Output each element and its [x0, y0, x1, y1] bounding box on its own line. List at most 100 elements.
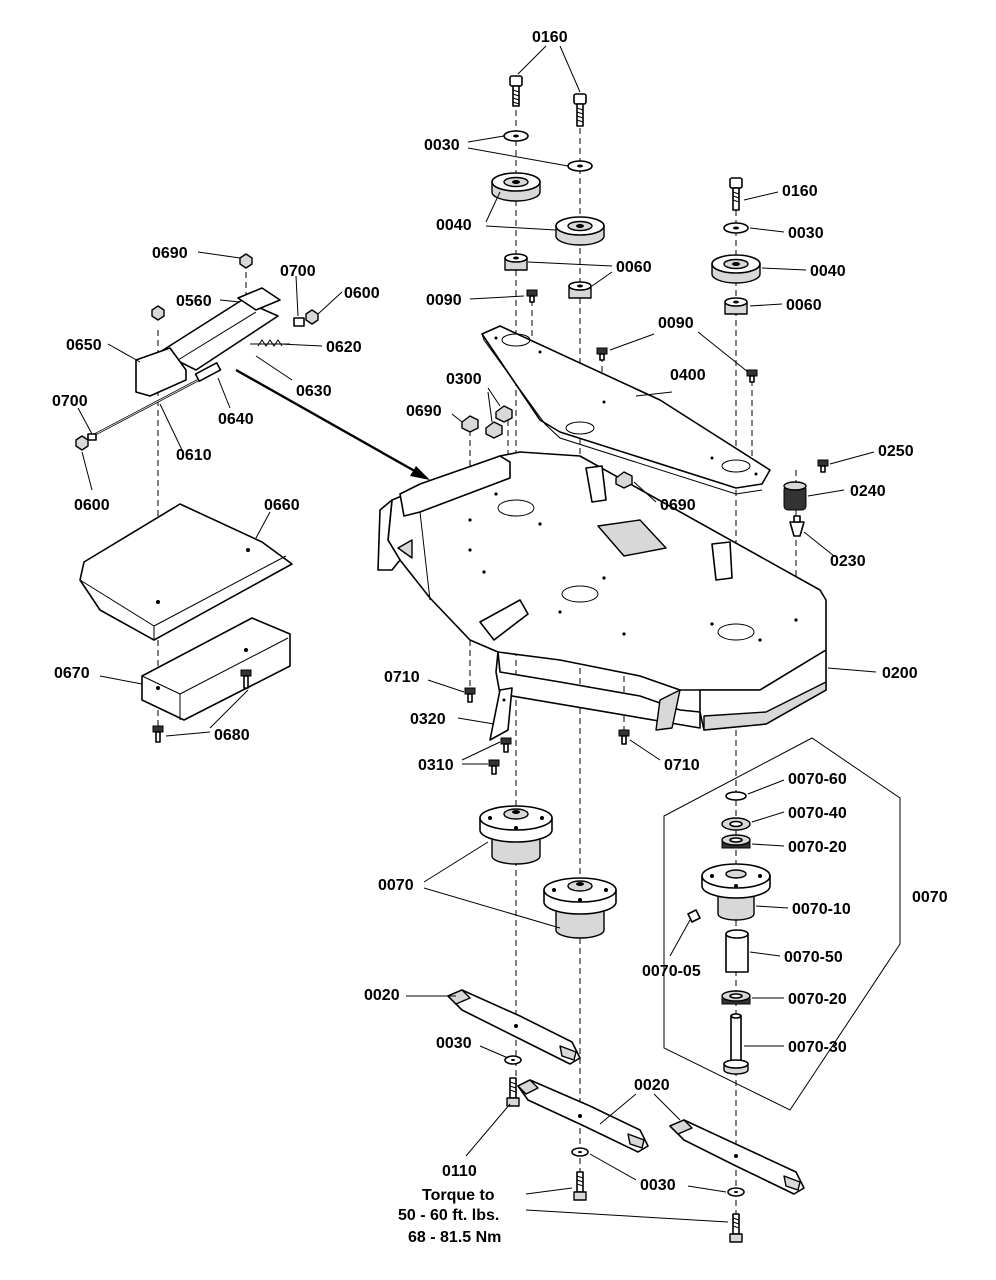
label-0710-right: 0710 — [664, 757, 700, 774]
bearing-0070-20-top — [721, 834, 751, 849]
label-0600-left: 0600 — [74, 497, 110, 514]
blade-0020-right — [669, 1119, 805, 1195]
label-0620: 0620 — [326, 339, 362, 356]
label-0070-60: 0070-60 — [788, 771, 847, 788]
nut-0690-deck — [615, 471, 633, 489]
install-arrow — [235, 368, 430, 480]
retainer-0070-60 — [725, 791, 747, 801]
torque-note-line3: 68 - 81.5 Nm — [408, 1229, 501, 1246]
part-labels: 0160 0030 0040 0060 0090 0160 0030 0040 … — [52, 29, 948, 1194]
label-0670: 0670 — [54, 665, 90, 682]
washer-0030-blade-right — [727, 1187, 745, 1197]
spacer-0060-left — [504, 253, 528, 271]
washer-0030-left — [503, 130, 529, 142]
label-0710-left: 0710 — [384, 669, 420, 686]
label-0070-20-bottom: 0070-20 — [788, 991, 847, 1008]
label-0090-mid: 0090 — [658, 315, 694, 332]
label-0700-top: 0700 — [280, 263, 316, 280]
pin-0640 — [194, 362, 222, 382]
nut-0300-b — [485, 421, 503, 439]
bolt-0310-b — [488, 759, 500, 775]
label-0030-top: 0030 — [424, 137, 460, 154]
label-0690-deck: 0690 — [660, 497, 696, 514]
label-0030-bottom: 0030 — [640, 1177, 676, 1194]
label-0680: 0680 — [214, 727, 250, 744]
grease-fitting-0070-05 — [687, 909, 701, 923]
spindle-0070-mid — [543, 877, 617, 939]
bolt-0710-left — [464, 687, 476, 703]
label-0070-50: 0070-50 — [784, 949, 843, 966]
label-0040-left: 0040 — [436, 217, 472, 234]
spacer-0060-right — [724, 297, 748, 315]
bolt-0710-right — [618, 729, 630, 745]
label-0300: 0300 — [446, 371, 482, 388]
spacer-0060-mid — [568, 281, 592, 299]
label-0230: 0230 — [830, 553, 866, 570]
bracket-0320 — [489, 687, 513, 741]
blade-0020-left — [447, 989, 581, 1065]
label-0200: 0200 — [882, 665, 918, 682]
deck-0200 — [377, 451, 827, 731]
bolt-0310-a — [500, 737, 512, 753]
pulley-0040-mid — [555, 216, 605, 246]
label-0070-left: 0070 — [378, 877, 414, 894]
bolt-0090-a — [526, 289, 538, 303]
label-0070-10: 0070-10 — [792, 901, 851, 918]
label-0070-group: 0070 — [912, 889, 948, 906]
label-0160-top: 0160 — [532, 29, 568, 46]
label-0030-right: 0030 — [788, 225, 824, 242]
label-0610: 0610 — [176, 447, 212, 464]
label-0060-mid: 0060 — [616, 259, 652, 276]
label-0250: 0250 — [878, 443, 914, 460]
label-0630: 0630 — [296, 383, 332, 400]
nut-0600-top — [305, 309, 319, 325]
spring-0700-top — [293, 317, 305, 327]
spring-0620 — [250, 339, 290, 347]
bracket-0400 — [481, 325, 771, 495]
bearing-0070-20-bottom — [721, 990, 751, 1005]
blade-0020-mid — [517, 1079, 649, 1153]
label-0690-left: 0690 — [152, 245, 188, 262]
bracket-0560 — [159, 287, 281, 371]
bolt-0160-right — [729, 177, 743, 211]
label-0070-40: 0070-40 — [788, 805, 847, 822]
label-0030-blade: 0030 — [436, 1035, 472, 1052]
label-0070-30: 0070-30 — [788, 1039, 847, 1056]
spacer-0070-50 — [725, 929, 749, 973]
label-0600-top: 0600 — [344, 285, 380, 302]
bolt-0090-b — [596, 347, 608, 361]
label-0640: 0640 — [218, 411, 254, 428]
pulley-0040-left — [491, 172, 541, 202]
label-0240: 0240 — [850, 483, 886, 500]
label-0020-right: 0020 — [634, 1077, 670, 1094]
bolt-0680-right — [240, 669, 252, 689]
nut-0690-left — [151, 305, 165, 321]
bolt-0110-right — [729, 1213, 743, 1243]
torque-note-line2: 50 - 60 ft. lbs. — [398, 1207, 499, 1224]
shield-0670 — [141, 617, 291, 721]
label-0400: 0400 — [670, 367, 706, 384]
label-0650: 0650 — [66, 337, 102, 354]
bolt-0680-left — [152, 725, 164, 743]
label-0020-left: 0020 — [364, 987, 400, 1004]
label-0660: 0660 — [264, 497, 300, 514]
bolt-0160-left — [509, 75, 523, 107]
bolt-0110-mid — [573, 1171, 587, 1201]
seal-0070-40 — [721, 817, 751, 831]
nut-0690-mid — [461, 415, 479, 433]
washer-0030-right — [723, 222, 749, 234]
bolt-0110-left — [506, 1077, 520, 1107]
torque-note: Torque to 50 - 60 ft. lbs. 68 - 81.5 Nm — [398, 1187, 501, 1246]
washer-0030-blade-mid — [571, 1147, 589, 1157]
spindle-group-outline — [663, 737, 901, 1111]
bolt-0160-mid — [573, 93, 587, 127]
shaft-0070-30 — [723, 1013, 749, 1075]
leader-lines — [77, 45, 877, 1223]
pulley-0040-right — [711, 254, 761, 284]
label-0160-right: 0160 — [782, 183, 818, 200]
housing-0070-10 — [701, 863, 771, 921]
label-0560: 0560 — [176, 293, 212, 310]
washer-0030-mid — [567, 160, 593, 172]
bolt-0090-c — [746, 369, 758, 383]
label-0070-20-top: 0070-20 — [788, 839, 847, 856]
